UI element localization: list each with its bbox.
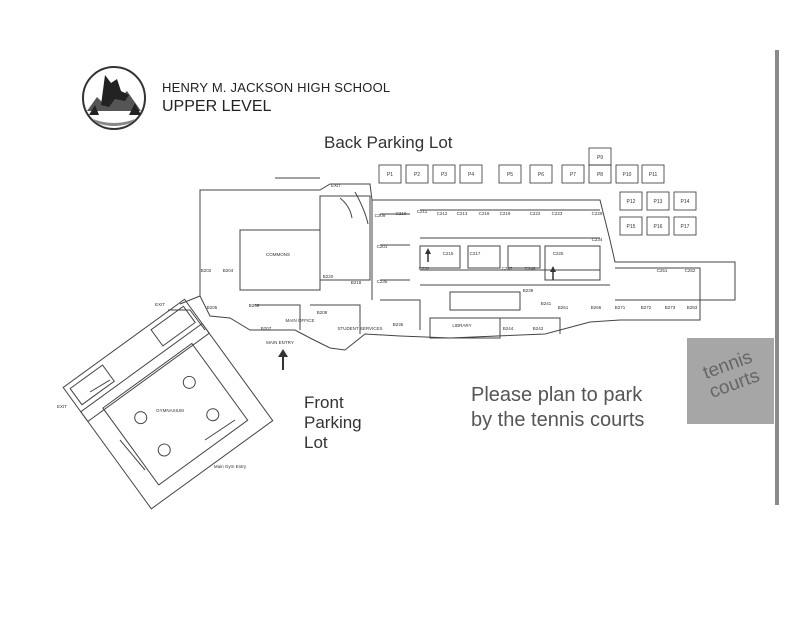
room-label: B208 — [317, 310, 328, 315]
room-label: C222 — [530, 211, 541, 216]
wolf-mountain-logo — [82, 66, 146, 130]
notice-line: Please plan to park — [471, 384, 643, 406]
room-label: B261 — [558, 305, 569, 310]
room-label: C232 — [419, 266, 430, 271]
room-label: B220 — [323, 274, 334, 279]
front-parking-lot-label: Front Parking Lot — [304, 393, 384, 453]
room-label: C212 — [437, 211, 448, 216]
room-label: B202 — [201, 268, 212, 273]
parking-stall-label: P11 — [649, 172, 658, 178]
parking-stall-label: P8 — [597, 172, 603, 178]
parking-stall-label: P14 — [681, 199, 690, 205]
school-name: HENRY M. JACKSON HIGH SCHOOL — [162, 80, 391, 95]
room-label: C247 — [502, 266, 513, 271]
parking-stall-label: P12 — [627, 199, 636, 205]
gymnasium-label: GYMNASIUM — [156, 408, 184, 413]
room-label: B204 — [223, 268, 234, 273]
main-office-label: MAIN OFFICE — [286, 318, 315, 323]
room-label: C213 — [457, 211, 468, 216]
room-label: C234 — [592, 237, 603, 242]
room-label: B206 — [249, 303, 260, 308]
exit-label: EXIT — [155, 302, 165, 307]
parking-stall-label: P2 — [414, 172, 420, 178]
room-label: B239 — [523, 288, 534, 293]
exit-label: EXIT — [331, 183, 341, 188]
room-label: C229 — [592, 211, 603, 216]
library-label: LIBRARY — [452, 323, 471, 328]
room-label: C216 — [479, 211, 490, 216]
room-label: B218 — [351, 280, 362, 285]
parking-stall-label: P7 — [570, 172, 576, 178]
room-label: B207 — [261, 326, 272, 331]
room-label: C209 — [375, 213, 386, 218]
room-label: C210 — [396, 211, 407, 216]
parking-stall-label: P6 — [538, 172, 544, 178]
scrollbar[interactable] — [775, 50, 779, 505]
interior-arrow-icon — [550, 266, 556, 280]
room-label: B236 — [393, 322, 404, 327]
main-entry-label: MAIN ENTRY — [266, 340, 294, 345]
front-parking-line: Front — [304, 393, 344, 412]
main-gym-entry-label: Main Gym Entry — [214, 464, 247, 469]
room-label: C217 — [470, 251, 481, 256]
parking-stall-label: P5 — [507, 172, 513, 178]
parking-stall-label: P9 — [597, 155, 603, 161]
parking-stall-label: P10 — [623, 172, 632, 178]
student-services-label: STUDENT SERVICES — [337, 326, 382, 331]
room-label: C215 — [443, 251, 454, 256]
parking-stall-label: P16 — [654, 224, 663, 230]
room-label: B273 — [665, 305, 676, 310]
room-label: C252 — [685, 268, 696, 273]
parking-notice: Please plan to park by the tennis courts — [471, 383, 681, 433]
room-label: B241 — [541, 301, 552, 306]
room-label: B271 — [615, 305, 626, 310]
main-entry-arrow-icon — [278, 349, 288, 370]
commons-label: COMMONS — [266, 252, 290, 257]
room-label: B244 — [503, 326, 514, 331]
parking-stall-label: P4 — [468, 172, 474, 178]
parking-stall-label: P15 — [627, 224, 636, 230]
room-label: C246 — [525, 266, 536, 271]
notice-line: by the tennis courts — [471, 409, 645, 431]
room-label: B266 — [591, 305, 602, 310]
tennis-courts-area — [687, 338, 774, 424]
parking-stall-label: P13 — [654, 199, 663, 205]
front-parking-line: Parking — [304, 413, 362, 432]
room-label: C223 — [552, 211, 563, 216]
front-parking-line: Lot — [304, 433, 328, 452]
room-label: B272 — [641, 305, 652, 310]
room-label: C201 — [377, 244, 388, 249]
level-title: UPPER LEVEL — [162, 98, 272, 115]
back-parking-lot-label: Back Parking Lot — [324, 133, 453, 152]
parking-stall-label: P3 — [441, 172, 447, 178]
room-label: C235 — [377, 279, 388, 284]
room-label: B242 — [533, 326, 544, 331]
room-label: C225 — [553, 251, 564, 256]
room-label: C219 — [500, 211, 511, 216]
interior-arrow-icon — [425, 248, 431, 262]
room-label: C251 — [657, 268, 668, 273]
room-label: B205 — [207, 305, 218, 310]
room-label: B283 — [687, 305, 698, 310]
parking-stall-label: P17 — [681, 224, 690, 230]
exit-label: EXIT — [57, 404, 67, 409]
room-label: C211 — [417, 209, 428, 214]
parking-stall-label: P1 — [387, 172, 393, 178]
